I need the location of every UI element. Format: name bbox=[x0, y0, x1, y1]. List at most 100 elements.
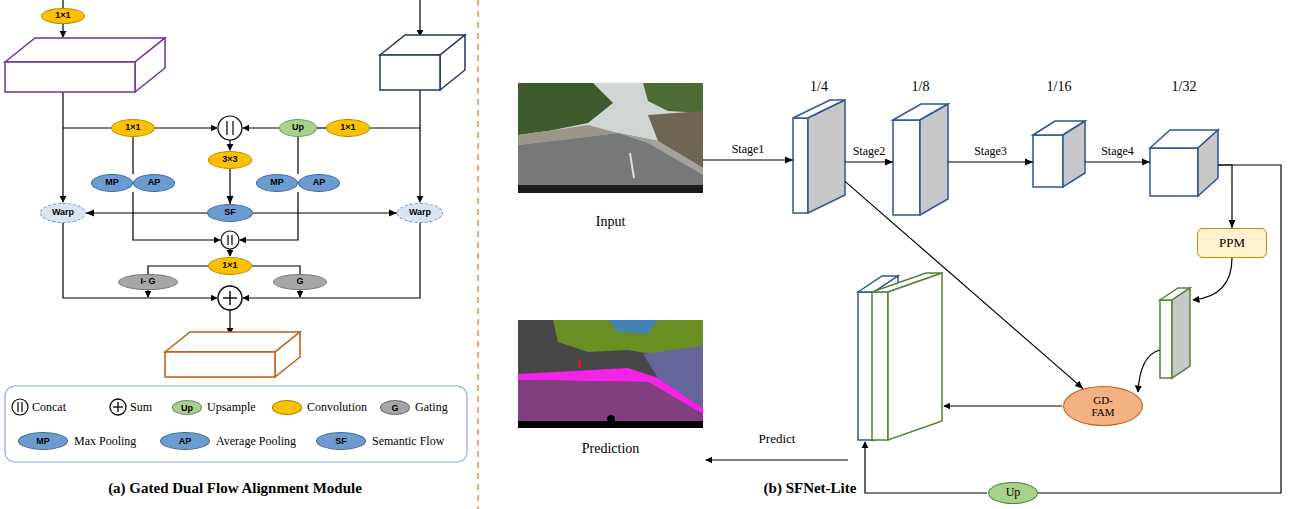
art-circle bbox=[221, 231, 239, 249]
prediction-image: Prediction bbox=[518, 320, 703, 460]
panel-caption: (a) Gated Dual Flow Alignment Module bbox=[108, 480, 362, 497]
art-rect bbox=[5, 62, 135, 92]
art-path bbox=[1138, 350, 1160, 392]
node-label: Warp bbox=[52, 208, 74, 218]
art-rect bbox=[518, 185, 703, 193]
art-polygon bbox=[1063, 121, 1085, 187]
node-label: PPM bbox=[1219, 236, 1245, 251]
art-rect bbox=[1160, 300, 1172, 378]
legend-swatch: AP bbox=[160, 432, 210, 450]
art-polygon bbox=[1198, 130, 1218, 196]
max-pool-ellipse: MP bbox=[91, 174, 133, 192]
connector bbox=[253, 210, 397, 217]
legend-swatch: MP bbox=[18, 432, 68, 450]
panel-divider bbox=[477, 0, 479, 509]
legend-text: Sum bbox=[130, 399, 152, 415]
art-polygon bbox=[920, 104, 948, 215]
orange-output-slab bbox=[165, 332, 300, 377]
legend-text: Average Pooling bbox=[216, 433, 296, 449]
connector-line bbox=[86, 212, 207, 213]
connector-line bbox=[297, 137, 298, 174]
gd-fam-ellipse: GD- FAM bbox=[1063, 386, 1143, 426]
node-label: 1/4 bbox=[810, 79, 828, 95]
node-label: MP bbox=[105, 178, 119, 188]
upsample-ellipse: Up bbox=[988, 482, 1038, 504]
arrowhead bbox=[227, 196, 234, 204]
arrowhead bbox=[389, 210, 397, 217]
prediction-map bbox=[518, 320, 703, 428]
conv-ellipse: 3×3 bbox=[208, 151, 252, 169]
node-label: AP bbox=[313, 178, 326, 188]
sample-text: G bbox=[391, 403, 398, 413]
connector bbox=[845, 159, 893, 166]
art-path bbox=[155, 127, 217, 128]
blue-feature-slab bbox=[380, 35, 465, 90]
purple-feature-slab bbox=[5, 38, 165, 92]
connector bbox=[1218, 165, 1236, 228]
arrow-label: Predict bbox=[757, 432, 798, 447]
connector bbox=[1085, 159, 1150, 166]
feature-maps bbox=[793, 100, 1218, 215]
art-polygon bbox=[518, 133, 703, 193]
legend-swatch: Up bbox=[172, 400, 202, 415]
art-line bbox=[17, 402, 18, 412]
sum-symbol bbox=[218, 286, 242, 310]
node-label: MP bbox=[270, 178, 284, 188]
connector bbox=[148, 266, 208, 274]
art-polygon bbox=[808, 100, 845, 213]
art-rect bbox=[1033, 135, 1063, 187]
node-label: 3×3 bbox=[222, 155, 237, 165]
conv-ellipse: 1×1 bbox=[41, 8, 85, 24]
art-rect bbox=[872, 292, 888, 440]
legend-sum-sample bbox=[110, 399, 126, 415]
art-path bbox=[1193, 258, 1232, 300]
art-line bbox=[232, 121, 233, 135]
input-image: Input bbox=[518, 83, 703, 235]
arrowhead bbox=[1075, 381, 1083, 389]
art-polygon bbox=[275, 332, 300, 377]
connector bbox=[1038, 165, 1281, 493]
edge-label: Stage1 bbox=[730, 143, 767, 157]
art-circle bbox=[218, 116, 242, 140]
art-polygon bbox=[440, 35, 465, 90]
edge-label: Stage2 bbox=[851, 145, 888, 159]
legend-swatch bbox=[272, 400, 302, 415]
connector-line bbox=[948, 161, 1033, 162]
legend-swatch: SF bbox=[316, 432, 366, 450]
legend-text: Gating bbox=[415, 399, 448, 415]
legend-text: Concat bbox=[32, 399, 66, 415]
arrowhead bbox=[885, 159, 893, 166]
node-label: Warp bbox=[409, 208, 431, 218]
panel-caption: (b) SFNet-Lite bbox=[764, 480, 857, 497]
fused-feature-stack bbox=[858, 273, 942, 440]
legend-text: Convolution bbox=[307, 399, 367, 415]
upsample-ellipse: Up bbox=[279, 119, 317, 137]
art-path bbox=[62, 0, 63, 8]
art-polygon bbox=[135, 38, 165, 92]
art-polygon bbox=[608, 320, 658, 334]
art-rect bbox=[518, 83, 703, 193]
art-polygon bbox=[888, 273, 942, 440]
legend-concat-sample bbox=[12, 399, 28, 415]
connector bbox=[703, 157, 793, 164]
art-path bbox=[706, 459, 848, 460]
art-line bbox=[231, 235, 232, 245]
arrowhead bbox=[1142, 159, 1150, 166]
ppm-box: PPM bbox=[1197, 228, 1267, 258]
feature-map: 1/16 bbox=[1033, 121, 1085, 187]
sample-text: SF bbox=[335, 436, 347, 446]
connector bbox=[86, 210, 207, 217]
art-path bbox=[133, 192, 220, 240]
input-photo bbox=[518, 83, 703, 193]
connector-line bbox=[845, 181, 1083, 388]
avg-pool-ellipse: AP bbox=[133, 174, 175, 192]
node-label: I- G bbox=[141, 277, 156, 287]
arrowhead bbox=[86, 210, 94, 217]
node-label: Up bbox=[292, 123, 304, 133]
node-label: 1×1 bbox=[222, 261, 237, 271]
art-circle bbox=[218, 286, 242, 310]
art-path bbox=[63, 223, 217, 298]
conv-ellipse: 1×1 bbox=[326, 119, 370, 137]
art-circle bbox=[12, 399, 28, 415]
